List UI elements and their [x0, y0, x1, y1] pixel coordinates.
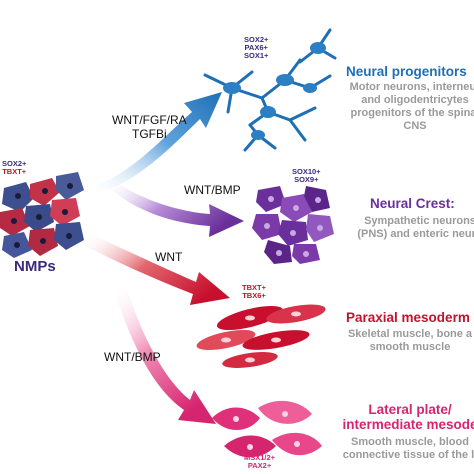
paraxial-description: Skeletal muscle, bone a smooth muscle — [330, 328, 474, 354]
paraxial-marker-tbxt: TBXT+ — [242, 283, 266, 292]
signal-crest: WNT/BMP — [184, 183, 241, 197]
crest-markers: SOX10+ SOX9+ — [292, 168, 321, 184]
crest-marker-sox10: SOX10+ — [292, 167, 321, 176]
nmp-cell-cluster — [0, 172, 84, 258]
neural-cell — [276, 74, 294, 86]
signal-neural-line-2: TGFBi — [131, 127, 167, 141]
neural-marker-sox2: SOX2+ — [244, 35, 269, 44]
paraxial-desc-line-1: Skeletal muscle, bone a — [347, 328, 473, 340]
nmps-label: NMPs — [14, 258, 56, 275]
paraxial-cells — [196, 304, 326, 368]
signal-paraxial: WNT — [155, 250, 183, 264]
signal-neural-line-1: WNT/FGF/RA — [112, 113, 187, 127]
crest-marker-sox9: SOX9+ — [294, 175, 319, 184]
crest-desc-line-2: (PNS) and enteric neuro — [357, 228, 474, 240]
signal-neural: WNT/FGF/RA TGFBi — [112, 113, 187, 141]
lateral-description: Smooth muscle, blood connective tissue o… — [330, 436, 474, 462]
neural-marker-pax6: PAX6+ — [244, 43, 268, 52]
neural-desc-line-1: Motor neurons, interneur — [349, 81, 474, 93]
neural-marker-sox1: SOX1+ — [244, 51, 269, 60]
lateral-title: Lateral plate/ intermediate mesode — [330, 402, 474, 432]
arrow-to-paraxial — [86, 232, 230, 305]
neural-crest-cells — [252, 186, 334, 264]
lateral-marker-msx: MSX1/2+ — [244, 453, 276, 462]
neural-cell — [260, 106, 276, 118]
paraxial-markers: TBXT+ TBX6+ — [242, 284, 266, 300]
neural-cell — [303, 83, 317, 93]
signal-lateral: WNT/BMP — [104, 350, 161, 364]
nmp-marker-tbxt: TBXT+ — [2, 167, 27, 176]
arrow-to-lateral — [114, 286, 216, 424]
neural-cell — [310, 42, 326, 54]
neural-cell — [223, 82, 241, 94]
crest-description: Sympathetic neurons (PNS) and enteric ne… — [340, 215, 474, 241]
neural-cell — [251, 130, 265, 140]
lateral-marker-pax2: PAX2+ — [247, 461, 272, 470]
nmp-marker-sox2: SOX2+ — [2, 159, 27, 168]
nmp-markers: SOX2+ TBXT+ — [2, 160, 26, 176]
arrow-to-crest — [110, 178, 244, 237]
neural-title: Neural progenitors — [346, 64, 467, 79]
paraxial-desc-line-2: smooth muscle — [369, 341, 451, 353]
neural-desc-line-4: CNS — [403, 120, 427, 132]
neural-desc-line-2: and oligodentricytes — [361, 94, 469, 106]
lateral-desc-line-2: connective tissue of the li — [342, 449, 474, 461]
crest-title: Neural Crest: — [370, 196, 455, 211]
arrow-to-neural — [88, 92, 222, 196]
neural-markers: SOX2+ PAX6+ SOX1+ — [244, 36, 268, 60]
paraxial-title: Paraxial mesoderm — [346, 310, 470, 325]
paraxial-marker-tbx6: TBX6+ — [242, 291, 266, 300]
lateral-plate-cells — [212, 400, 322, 458]
lateral-title-line-1: Lateral plate/ — [368, 402, 452, 417]
lateral-markers: MSX1/2+ PAX2+ — [244, 454, 275, 470]
lateral-title-line-2: intermediate mesode — [342, 417, 474, 432]
neural-cell-processes — [260, 58, 332, 100]
lateral-desc-line-1: Smooth muscle, blood — [351, 436, 469, 448]
neural-desc-line-3: progenitors of the spinal — [350, 107, 474, 119]
neural-description: Motor neurons, interneur and oligodentri… — [330, 81, 474, 133]
crest-desc-line-1: Sympathetic neurons — [364, 215, 474, 227]
